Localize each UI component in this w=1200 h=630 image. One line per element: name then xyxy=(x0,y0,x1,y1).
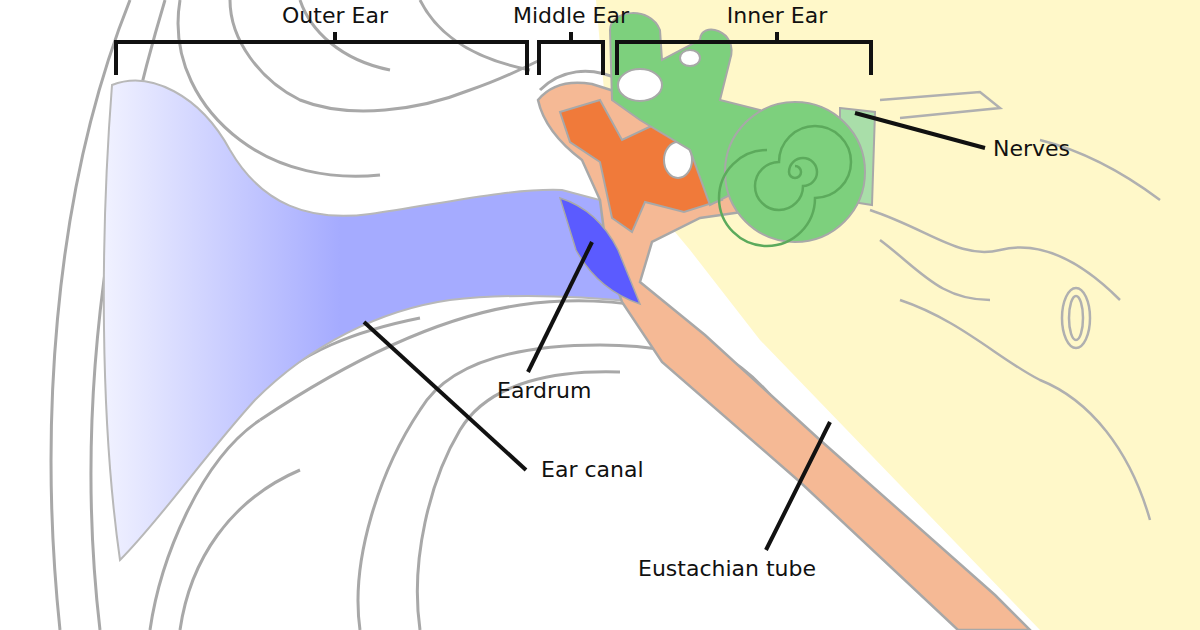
leader-line xyxy=(364,113,985,550)
part-label: Nerves xyxy=(993,136,1070,161)
ear-canal xyxy=(104,81,640,560)
middle-ear xyxy=(538,83,1030,630)
part-label: Ear canal xyxy=(541,457,644,482)
part-label: Eardrum xyxy=(497,378,591,403)
inner-ear xyxy=(610,13,875,246)
section-label: Middle Ear xyxy=(513,3,629,28)
section-label: Outer Ear xyxy=(282,3,388,28)
eardrum xyxy=(560,198,640,304)
section-label: Inner Ear xyxy=(727,3,827,28)
section-bracket xyxy=(116,32,871,75)
skull-outline xyxy=(870,92,1160,520)
part-label: Eustachian tube xyxy=(638,556,816,581)
